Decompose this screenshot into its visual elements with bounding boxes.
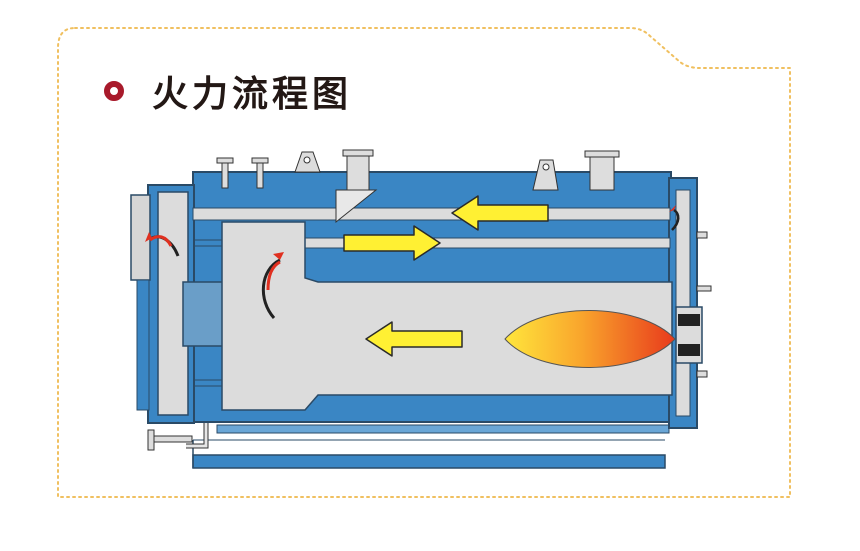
burner-flame-icon — [504, 310, 676, 368]
top-fittings — [216, 149, 620, 224]
base-rails — [192, 424, 670, 469]
curved-flow-arrow-icon — [671, 208, 680, 231]
inlet-pipe — [147, 420, 209, 451]
title-row: 火力流程图 — [104, 66, 352, 116]
arrow-left-icon — [451, 195, 549, 231]
page-title: 火力流程图 — [152, 74, 353, 115]
arrow-left-icon — [365, 321, 463, 357]
curved-flow-arrow-icon — [261, 258, 281, 319]
arrow-right-icon — [343, 225, 441, 261]
gas-turn-arrows — [145, 205, 680, 319]
ring-bullet-icon — [104, 81, 124, 101]
tie-bars — [195, 239, 222, 387]
flow-arrows — [343, 195, 549, 357]
